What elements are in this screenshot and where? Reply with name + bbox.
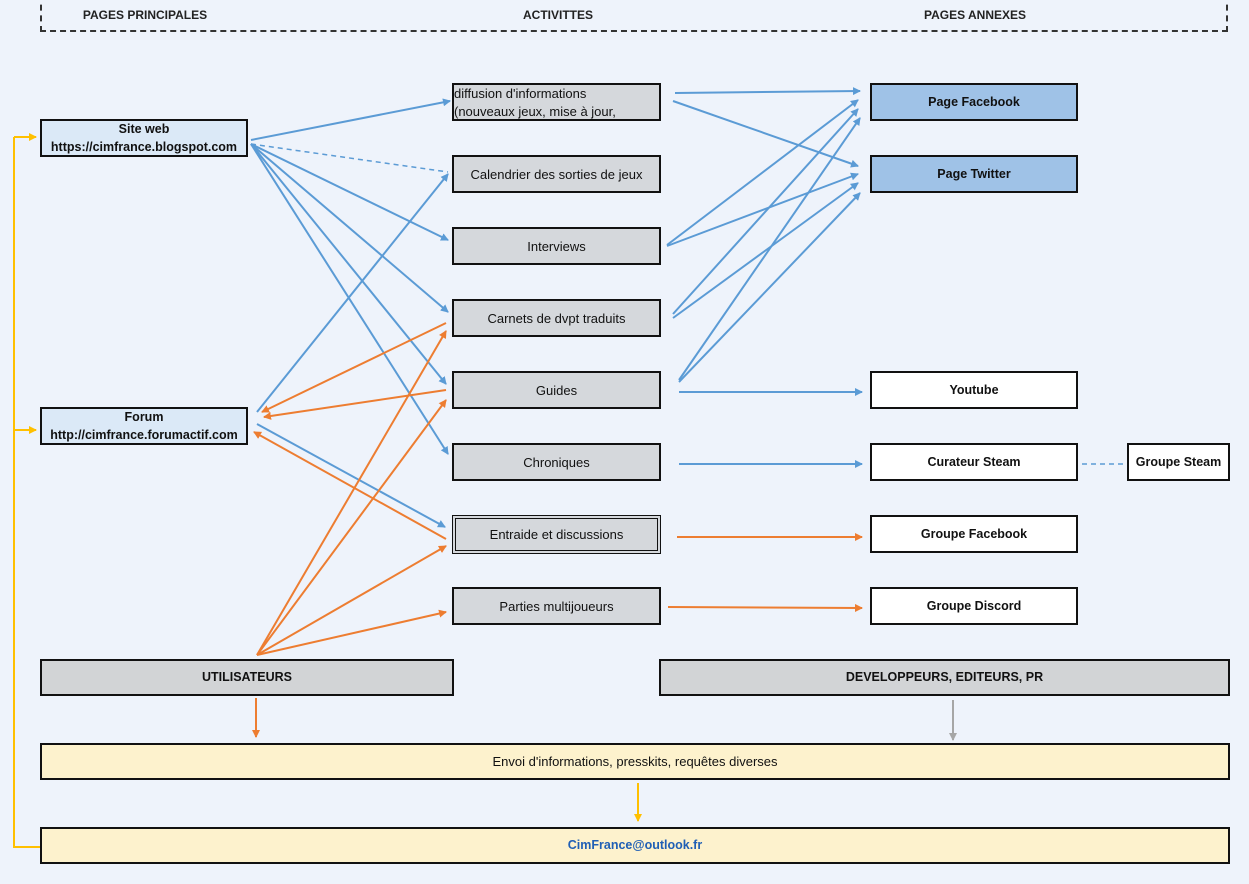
- arrow-carnets-to-forum: [261, 322, 447, 413]
- arrow-interviews-to-facebook: [666, 99, 859, 246]
- arrow-diffusion-to-twitter: [672, 100, 859, 168]
- activity-diffusion-line1: diffusion d'informations: [454, 85, 587, 101]
- forum-url: http://cimfrance.forumactif.com: [50, 428, 238, 442]
- activity-diffusion-line2: (nouveaux jeux, mise à jour,: [454, 103, 616, 119]
- arrow-site-to-interviews: [250, 143, 449, 241]
- annex-youtube[interactable]: Youtube: [870, 371, 1078, 409]
- arrow-guides-to-twitter: [678, 192, 861, 383]
- header-activities: ACTIVITTES: [522, 8, 594, 22]
- arrow-diffusion-to-facebook: [674, 87, 861, 96]
- arrow-forum-to-calendrier: [256, 173, 449, 413]
- activity-entraide[interactable]: Entraide et discussions: [452, 515, 661, 554]
- arrow-site-to-guides: [250, 143, 447, 385]
- developers-band[interactable]: DEVELOPPEURS, EDITEURS, PR: [659, 659, 1230, 696]
- annex-page-twitter[interactable]: Page Twitter: [870, 155, 1078, 193]
- forum-title: Forum: [124, 410, 164, 424]
- activity-carnets[interactable]: Carnets de dvpt traduits: [452, 299, 661, 337]
- arrow-site-to-calendrier: [250, 143, 449, 173]
- arrow-site-to-chroniques: [250, 143, 449, 455]
- header-band: [40, 0, 1228, 32]
- arrow-users-to-carnets: [256, 330, 447, 656]
- annex-groupe-discord[interactable]: Groupe Discord: [870, 587, 1078, 625]
- site-web-url: https://cimfrance.blogspot.com: [50, 140, 238, 154]
- arrow-entraide-to-forum: [253, 431, 447, 540]
- email-band: CimFrance@outlook.fr: [40, 827, 1230, 864]
- arrow-interviews-to-twitter: [666, 172, 859, 247]
- activity-calendrier[interactable]: Calendrier des sorties de jeux: [452, 155, 661, 193]
- arrow-carnets-to-facebook: [672, 108, 859, 315]
- forum-box[interactable]: Forum http://cimfrance.forumactif.com: [40, 407, 248, 445]
- arrow-users-to-parties: [256, 609, 447, 656]
- activity-interviews[interactable]: Interviews: [452, 227, 661, 265]
- site-web-title: Site web: [118, 122, 170, 136]
- arrow-parties-to-groupe-discord: [667, 603, 863, 612]
- activity-diffusion[interactable]: diffusion d'informations (nouveaux jeux,…: [452, 83, 661, 121]
- activity-guides[interactable]: Guides: [452, 371, 661, 409]
- activity-chroniques[interactable]: Chroniques: [452, 443, 661, 481]
- annex-groupe-facebook[interactable]: Groupe Facebook: [870, 515, 1078, 553]
- header-annex-pages: PAGES ANNEXES: [923, 8, 1027, 22]
- arrow-site-to-diffusion: [250, 98, 451, 141]
- email-link[interactable]: CimFrance@outlook.fr: [567, 838, 703, 852]
- arrow-forum-to-entraide: [256, 423, 446, 528]
- arrow-carnets-to-twitter: [672, 182, 859, 319]
- arrow-users-to-guides: [256, 399, 447, 656]
- site-web-box[interactable]: Site web https://cimfrance.blogspot.com: [40, 119, 248, 157]
- info-sending-band: Envoi d'informations, presskits, requête…: [40, 743, 1230, 780]
- header-main-pages: PAGES PRINCIPALES: [82, 8, 208, 22]
- annex-groupe-steam[interactable]: Groupe Steam: [1127, 443, 1230, 481]
- arrow-guides-to-facebook: [678, 117, 861, 381]
- annex-page-facebook[interactable]: Page Facebook: [870, 83, 1078, 121]
- arrow-site-to-carnets: [250, 143, 449, 313]
- users-band[interactable]: UTILISATEURS: [40, 659, 454, 696]
- arrow-guides-to-forum: [263, 389, 447, 420]
- arrow-users-to-entraide: [256, 545, 447, 656]
- activity-parties[interactable]: Parties multijoueurs: [452, 587, 661, 625]
- arrow-email-loop-rail: [13, 137, 40, 848]
- annex-curateur-steam[interactable]: Curateur Steam: [870, 443, 1078, 481]
